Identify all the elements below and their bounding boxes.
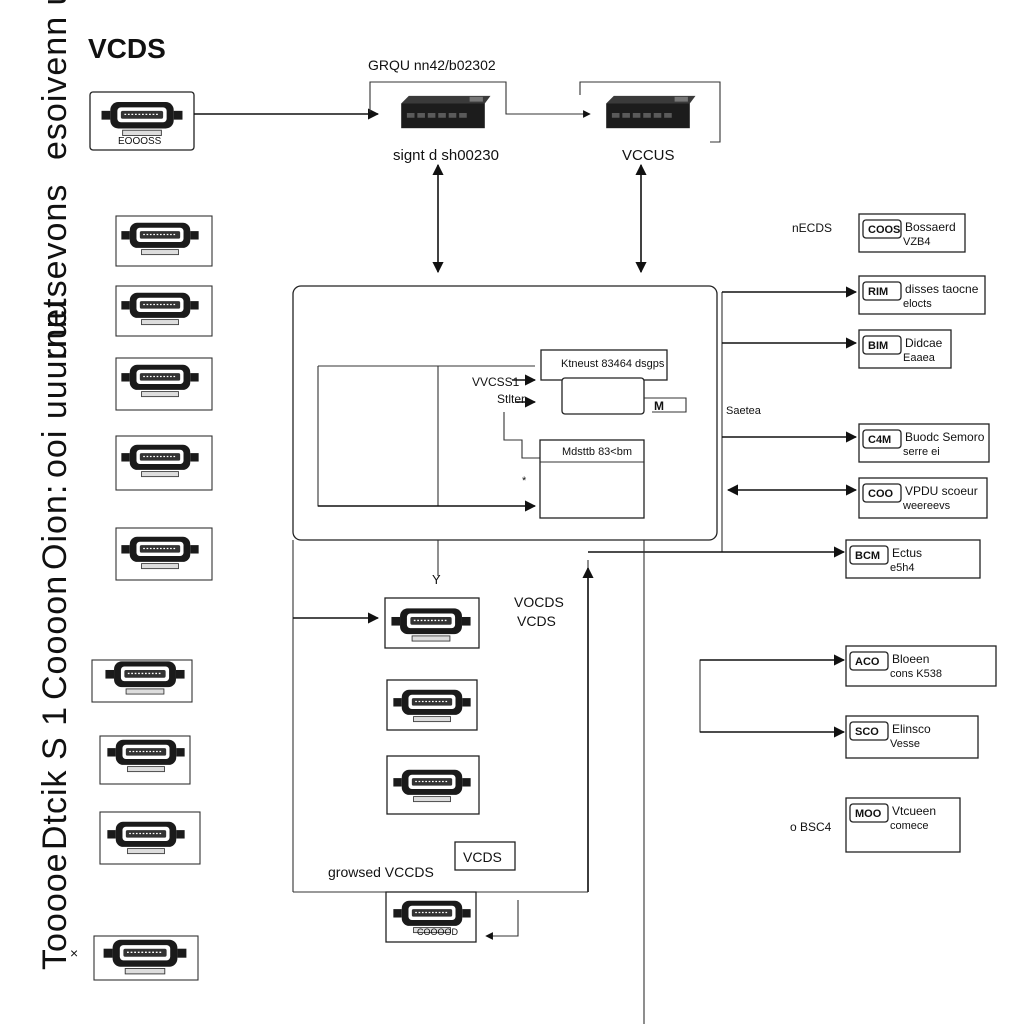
module-tag: BCM: [855, 550, 880, 562]
module-tag: RIM: [868, 286, 888, 298]
svg-text:*: *: [522, 475, 527, 487]
switch-left-label: signt d sh00230: [393, 147, 499, 164]
module-line2: Eaaea: [903, 352, 936, 364]
module-line2: comece: [890, 820, 929, 832]
grossed-label: growsed VCCDS: [328, 864, 434, 880]
module-line2: weereevs: [902, 500, 951, 512]
module-line1: Bossaerd: [905, 220, 956, 234]
obd-connector-icon: [89, 91, 195, 151]
module-line2: elocts: [903, 298, 932, 310]
module-tag: C4M: [868, 434, 891, 446]
module-item: ACO Bloeen cons K538: [845, 645, 997, 687]
vertical-label-1: Tooooe: [36, 852, 74, 970]
obd-connector-icon: [386, 755, 480, 815]
module-line1: Ectus: [892, 546, 922, 560]
center-vcds: VCDS: [517, 613, 556, 629]
vertical-label-5: Oion:: [36, 483, 74, 570]
network-switch-icon: [401, 95, 491, 129]
module-item: RIM disses taocne elocts: [858, 275, 986, 315]
center-box-tag: M: [654, 399, 664, 413]
module-line1: Bloeen: [892, 652, 929, 666]
module-line1: VPDU scoeur: [905, 484, 978, 498]
module-item: BCM Ectus e5h4: [845, 539, 981, 579]
module-item: C4M Buodc Semoro serre ei: [858, 423, 990, 463]
obd-connector-icon: [99, 811, 201, 865]
obd-connector-icon: [115, 285, 213, 337]
module-tag: BIM: [868, 340, 888, 352]
right-side-label-bottom: o BSC4: [790, 820, 832, 834]
center-label-vcds-small: VVCSS1: [472, 375, 520, 389]
connector-caption-top: EOOOSS: [118, 136, 162, 147]
vertical-label-8: esoivenn uoooo: [36, 0, 74, 160]
vertical-label-3: S 1: [36, 705, 74, 760]
center-label-stlter: Stlter: [497, 392, 525, 406]
module-line2: e5h4: [890, 562, 914, 574]
module-tag: COOS: [868, 224, 900, 236]
vertical-label-4: Coooon: [36, 574, 74, 700]
module-line2: serre ei: [903, 446, 940, 458]
module-line2: cons K538: [890, 668, 942, 680]
module-line1: Vtcueen: [892, 804, 936, 818]
left-connector-column: ×: [70, 215, 213, 981]
obd-connector-icon: [384, 597, 480, 649]
center-vocds: VOCDS: [514, 594, 564, 610]
module-line2: Vesse: [890, 738, 920, 750]
module-tag: COO: [868, 488, 894, 500]
module-line1: Buodc Semoro: [905, 430, 985, 444]
right-side-label-top: nECDS: [792, 221, 832, 235]
vertical-label-7: rnetsevons: [36, 183, 74, 360]
connector-caption-bottom: COOOOD: [417, 927, 459, 937]
center-label-y: Y: [432, 572, 441, 587]
svg-text:×: ×: [70, 945, 78, 961]
module-line1: Didcae: [905, 336, 943, 350]
module-item: COO VPDU scoeur weereevs: [858, 477, 988, 519]
module-tag: SCO: [855, 726, 879, 738]
top-header-text: GRQU nn42/b02302: [368, 57, 496, 73]
obd-connector-icon: [385, 891, 477, 943]
obd-connector-icon: [93, 935, 199, 981]
switch-right-label: VCCUS: [622, 147, 675, 164]
module-line1: Elinsco: [892, 722, 931, 736]
obd-connector-icon: [115, 435, 213, 491]
module-tag: ACO: [855, 656, 880, 668]
vertical-label-2: Dtcik: [36, 769, 74, 850]
diagram-title: VCDS: [88, 33, 166, 64]
obd-connector-icon: [386, 679, 478, 731]
module-line2: VZB4: [903, 236, 931, 248]
network-switch-icon: [606, 95, 696, 129]
vcds-box: [454, 841, 516, 871]
module-tag: MOO: [855, 808, 882, 820]
obd-connector-icon: [115, 527, 213, 581]
center-header-b: Mdsttb 83<bm: [562, 446, 632, 458]
main-controller-box: [292, 285, 718, 541]
obd-connector-icon: [91, 659, 193, 703]
module-line1: disses taocne: [905, 282, 979, 296]
vcds-box-label: VCDS: [463, 849, 502, 865]
center-header-a: Ktneust 83464 dsgps: [561, 358, 665, 370]
obd-connector-icon: [115, 215, 213, 267]
right-side-label-mid: Saetea: [726, 405, 762, 417]
obd-connector-icon: [99, 735, 191, 785]
module-item: MOO Vtcueen comece: [845, 797, 961, 853]
obd-connector-icon: [115, 357, 213, 411]
